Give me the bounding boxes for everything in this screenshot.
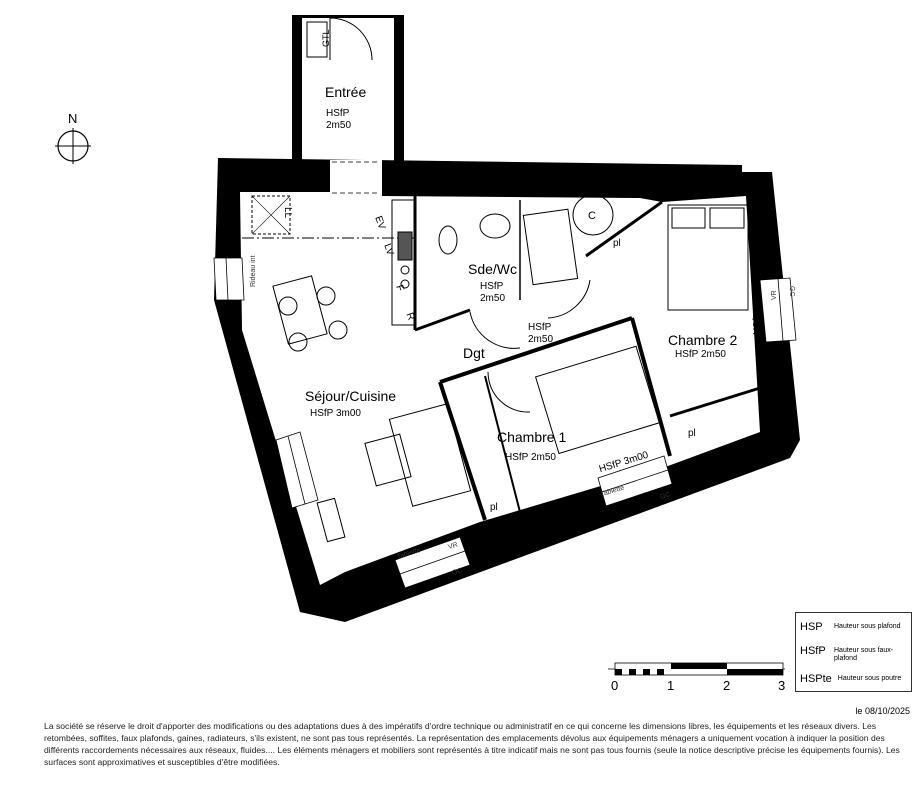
- placard-label: pl: [688, 428, 696, 439]
- scale-tick-3: 3: [778, 678, 785, 693]
- scale-tick-1: 1: [667, 678, 674, 693]
- scale-bar: 0 1 2 3: [608, 662, 785, 693]
- vr-label: VR: [447, 541, 458, 551]
- gtl-label: GTL: [321, 29, 331, 47]
- room-height-value-dgt: 2m50: [528, 334, 553, 345]
- scale-tick-0: 0: [611, 678, 618, 693]
- ev-label: EV: [372, 215, 387, 232]
- room-name-chambre1: Chambre 1: [497, 429, 566, 445]
- legend-item: HSPte Hauteur sous poutre: [800, 673, 901, 685]
- furniture: C: [272, 194, 749, 543]
- legend-item: HSP Hauteur sous plafond: [800, 621, 901, 633]
- room-name-sejour: Séjour/Cuisine: [305, 388, 396, 404]
- room-name-dgt: Dgt: [463, 345, 485, 361]
- legend-text: Hauteur sous plafond: [834, 623, 901, 630]
- ll-label: LL: [282, 207, 293, 219]
- compass-label: N: [68, 111, 77, 126]
- gc-label: GC: [451, 567, 463, 577]
- rideau-label: Rideau int: [250, 255, 257, 287]
- room-name-chambre2: Chambre 2: [668, 332, 737, 348]
- room-height-chambre2: HSfP 2m50: [675, 349, 726, 360]
- legend-abbr: HSfP: [800, 645, 826, 657]
- north-compass-icon: N: [55, 111, 91, 164]
- legend-text: Hauteur sous poutre: [837, 675, 902, 682]
- lv-label: LV: [381, 242, 395, 257]
- legend-item: HSfP Hauteur sous faux-plafond: [800, 645, 894, 663]
- gc-label: GC: [659, 491, 671, 501]
- vr-label: VR: [771, 290, 778, 300]
- room-height-label-entree: HSfP: [326, 108, 350, 119]
- legend-box: HSP Hauteur sous plafond HSfP Hauteur so…: [795, 612, 912, 692]
- placard-label: pl: [613, 238, 621, 249]
- room-name-entree: Entrée: [325, 84, 366, 100]
- room-height-label-sde-wc: HSfP: [480, 281, 504, 292]
- legend-text: Hauteur sous faux-plafond: [834, 647, 894, 662]
- entree-walls: [292, 15, 404, 163]
- window-height-label: HSfP 3m00: [752, 284, 763, 335]
- room-height-sejour: HSfP 3m00: [310, 408, 361, 419]
- room-height-value-entree: 2m50: [326, 120, 351, 131]
- cupboard-c-label: C: [588, 210, 596, 222]
- placard-label: pl: [490, 502, 498, 513]
- gc-label: GC: [788, 286, 795, 297]
- room-name-sde-wc: Sde/Wc: [468, 261, 517, 277]
- room-height-chambre1: HSfP 2m50: [505, 452, 556, 463]
- legend-abbr: HSP: [800, 621, 823, 633]
- r-label: R: [404, 311, 417, 322]
- room-height-value-sde-wc: 2m50: [480, 293, 505, 304]
- disclaimer-text: La société se réserve le droit d'apporte…: [44, 721, 900, 767]
- plan-date: le 08/10/2025: [855, 706, 910, 716]
- scale-tick-2: 2: [723, 678, 730, 693]
- exterior-walls: [214, 158, 800, 622]
- legend-abbr: HSPte: [800, 673, 832, 685]
- room-height-label-dgt: HSfP: [528, 322, 552, 333]
- windows: [213, 160, 797, 589]
- f-label: F: [393, 283, 405, 293]
- interior-partitions: [242, 195, 761, 521]
